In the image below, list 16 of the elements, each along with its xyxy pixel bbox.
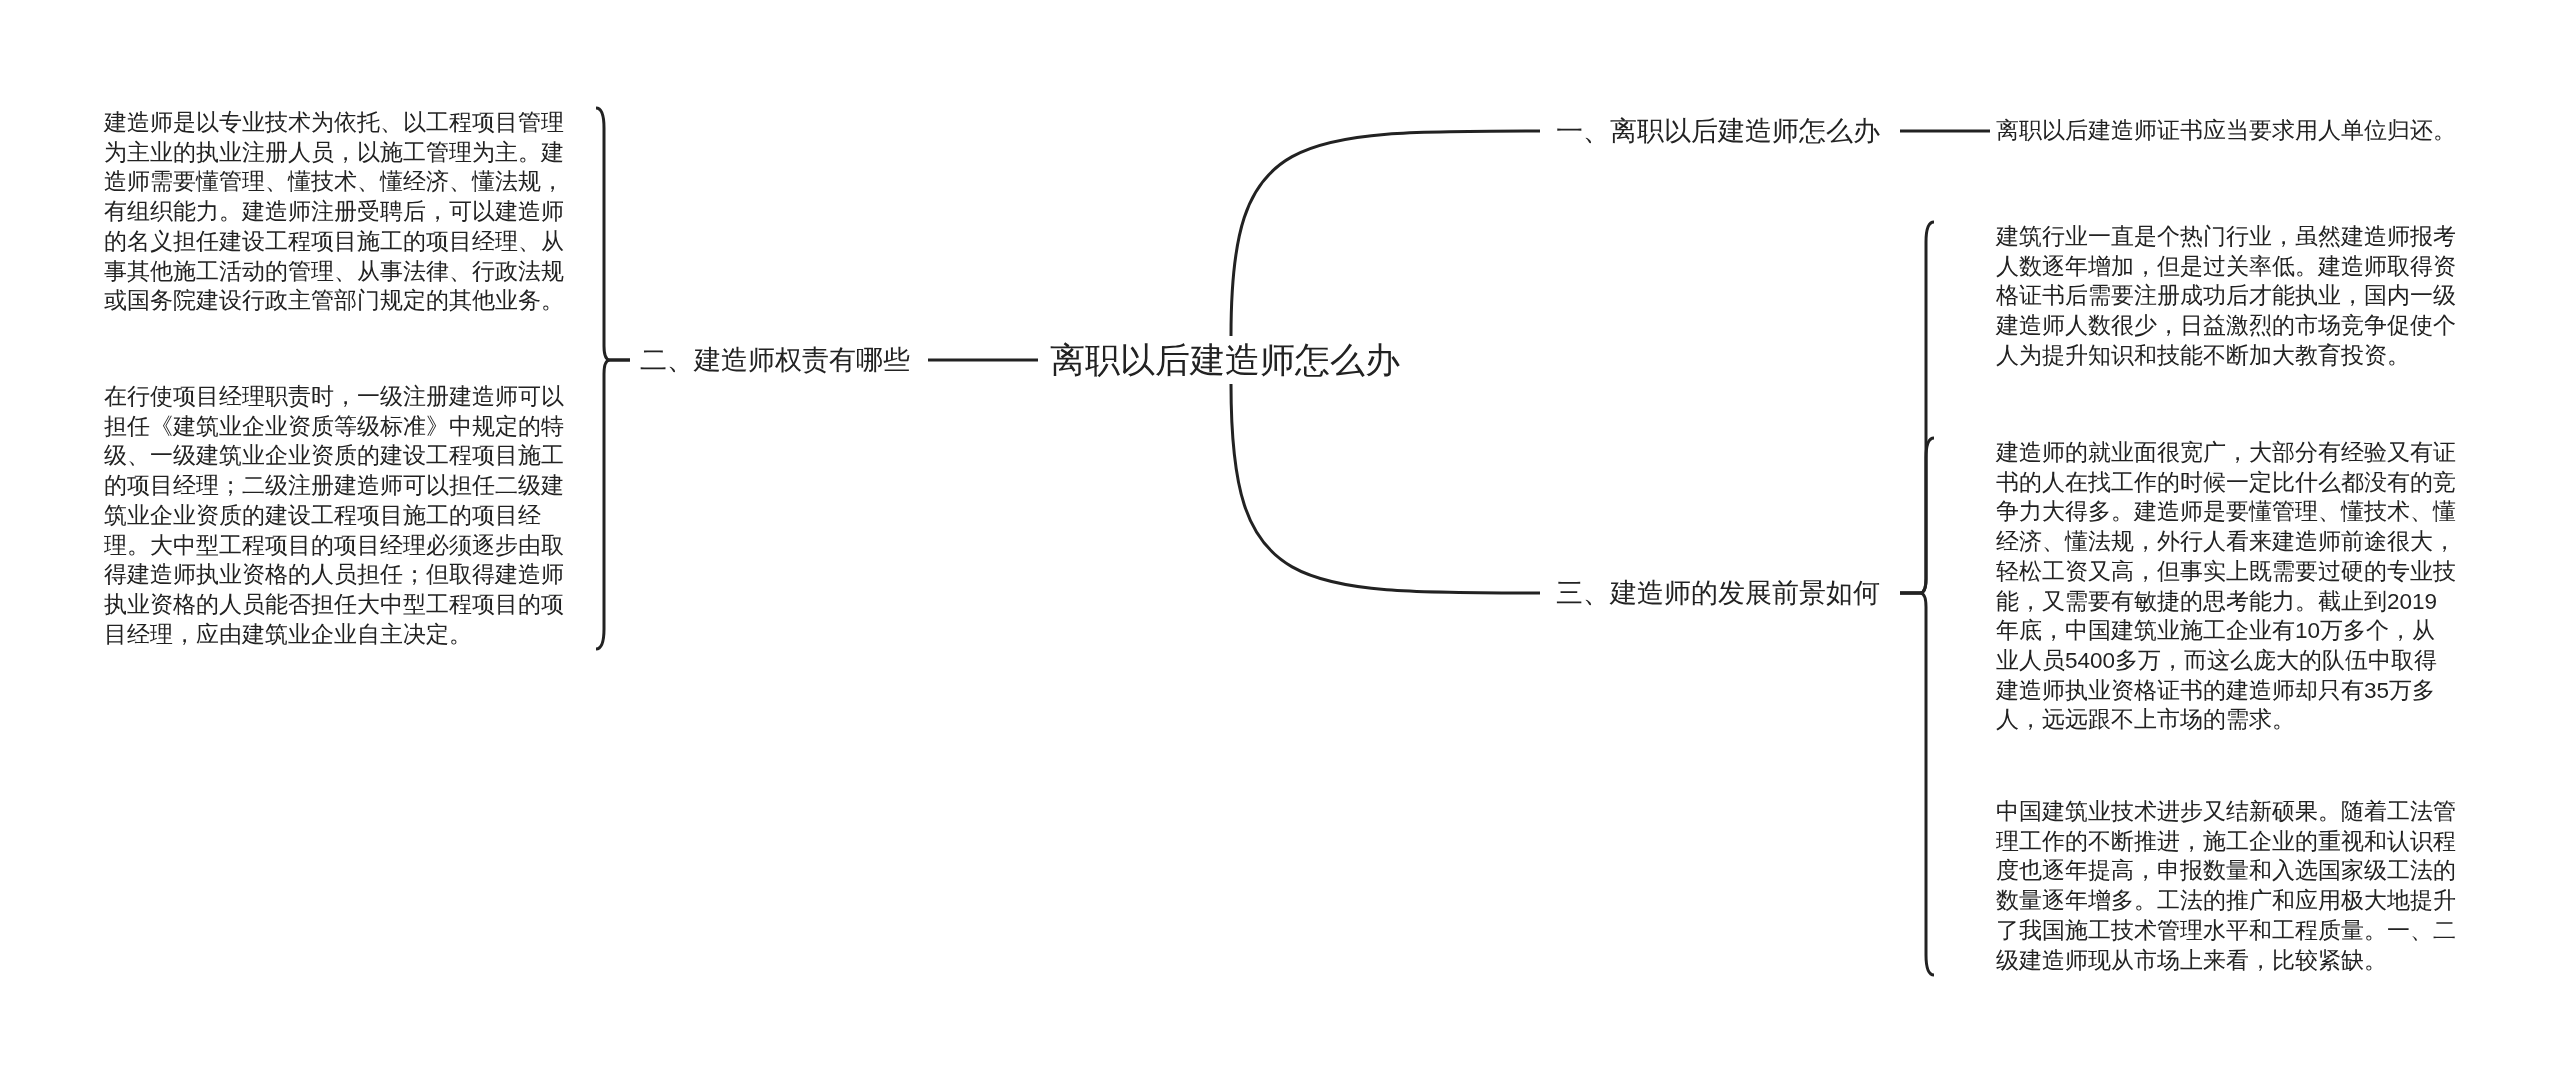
branch-topic: 二、建造师权责有哪些	[640, 344, 910, 377]
connector-line	[1900, 129, 1990, 133]
branch-topic: 三、建造师的发展前景如何	[1556, 577, 1880, 610]
connector-line	[928, 358, 1038, 362]
connector-line	[1229, 383, 1540, 595]
note-text: 建造师是以专业技术为依托、以工程项目管理为主业的执业注册人员，以施工管理为主。建造师需要懂管理、懂技术、懂经济、懂法规，有组织能力。建造师注册受聘后，可以建造师的名义担任建设工程项目施工的项目经理、从事其他施工活动的管理、从事法律、行政法规或国务院建设行政主管部门规定的其他业务。	[104, 109, 565, 316]
connector-line	[595, 358, 630, 651]
note-text: 建造师的就业面很宽广，大部分有经验又有证书的人在找工作的时候一定比什么都没有的竞争力大得多。建造师是要懂管理、懂技术、懂经济、懂法规，外行人看来建造师前途很大，轻松工资又高，但事实上既需要过硬的专业技能，又需要有敏捷的思考能力。截止到2019年底，中国建筑业施工企业有10万多个，从业人员5400多万，而这么庞大的队伍中取得建造师执业资格证书的建造师却只有35万多人，远远跟不上市场的需求。	[1996, 439, 2457, 735]
connector-line	[1229, 129, 1540, 337]
note-text: 建筑行业一直是个热门行业，虽然建造师报考人数逐年增加，但是过关率低。建造师取得资格证书后需要注册成功后才能执业，国内一级建造师人数很少，日益激烈的市场竞争促使个人为提升知识和技能不断加大教育投资。	[1996, 223, 2457, 370]
note-text: 离职以后建造师证书应当要求用人单位归还。	[1996, 117, 2457, 145]
branch-topic: 一、离职以后建造师怎么办	[1556, 115, 1880, 148]
note-text: 中国建筑业技术进步又结新硕果。随着工法管理工作的不断推进，施工企业的重视和认识程度也逐年提高，申报数量和入选国家级工法的数量逐年增多。工法的推广和应用极大地提升了我国施工技术管理水平和工程质量。一、二级建造师现从市场上来看，比较紧缺。	[1996, 798, 2457, 975]
connector-line	[1900, 591, 1935, 977]
central-topic: 离职以后建造师怎么办	[1050, 339, 1400, 381]
note-text: 在行使项目经理职责时，一级注册建造师可以担任《建筑业企业资质等级标准》中规定的特级、一级建筑业企业资质的建设工程项目施工的项目经理；二级注册建造师可以担任二级建筑业企业资质的建设工程项目施工的项目经理。大中型工程项目的项目经理必须逐步由取得建造师执业资格的人员担任；但取得建造师执业资格的人员能否担任大中型工程项目的项目经理，应由建筑业企业自主决定。	[104, 383, 565, 649]
